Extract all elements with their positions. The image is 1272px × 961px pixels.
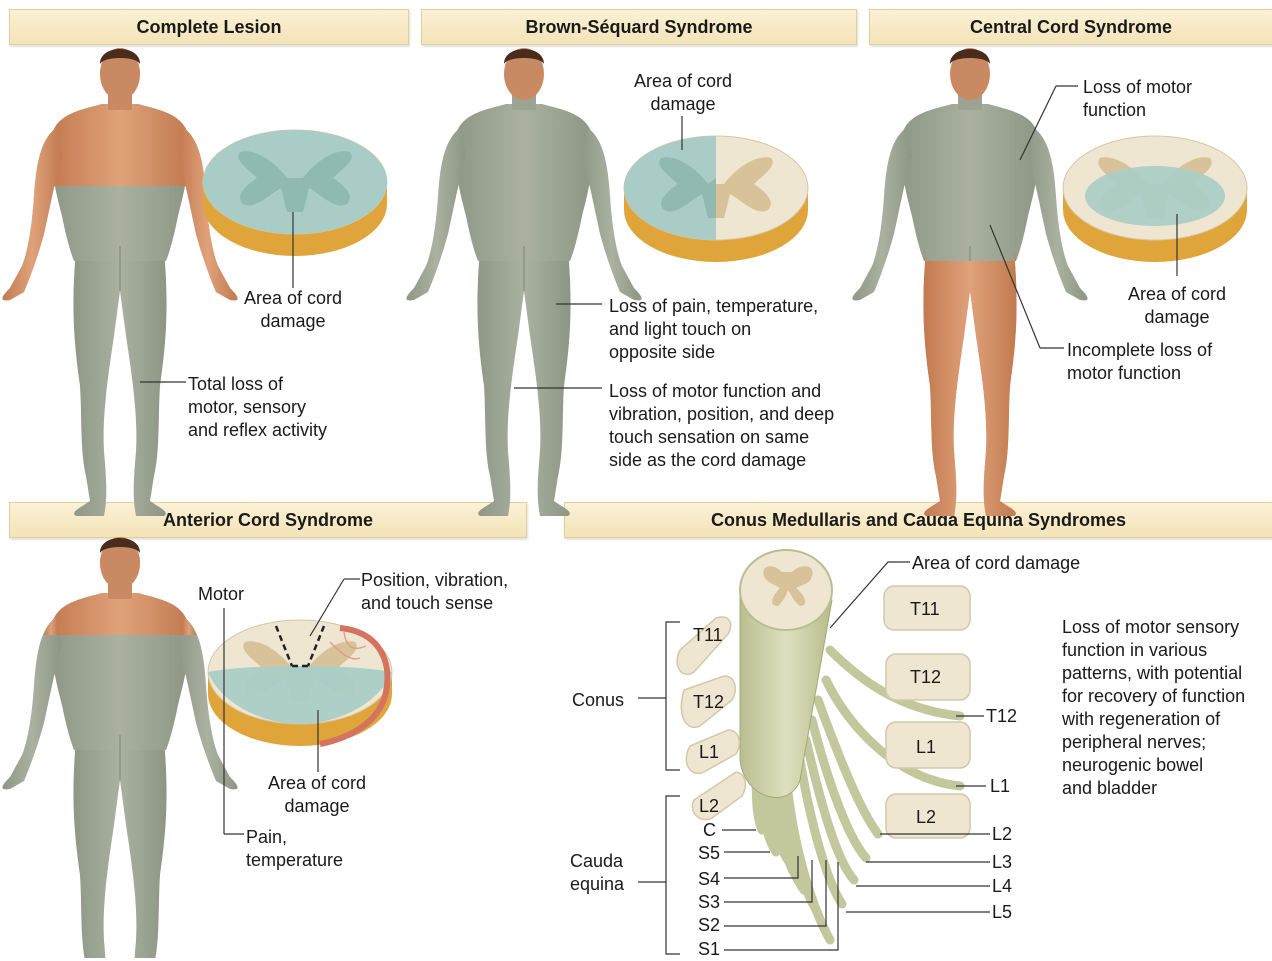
left-vertebra-l1: L1 (699, 741, 719, 764)
cord-section-central (1063, 136, 1247, 262)
left-vertebra-l2: L2 (699, 795, 719, 818)
right-vertebra-t11: T11 (910, 598, 940, 621)
figure-central-cord (852, 48, 1087, 516)
anterior-pain-label: Pain, temperature (246, 826, 343, 872)
anterior-cord-label: Area of cord damage (258, 772, 376, 818)
central-label-incomplete: Incomplete loss of motor function (1067, 339, 1212, 385)
root-l4: L4 (992, 875, 1012, 898)
root-s4: S4 (698, 868, 720, 891)
right-vertebra-t12: T12 (910, 666, 941, 689)
left-vertebrae (677, 617, 745, 819)
complete-cord-label: Area of cord damage (235, 287, 351, 333)
root-c: C (703, 819, 716, 842)
cauda-equina-label: Cauda equina (570, 850, 624, 896)
root-s5: S5 (698, 842, 720, 865)
cord-section-brown-sequard (624, 136, 808, 262)
root-s3: S3 (698, 891, 720, 914)
figure-complete-lesion (2, 48, 237, 516)
root-t12: T12 (986, 705, 1017, 728)
anterior-position-label: Position, vibration, and touch sense (361, 569, 508, 615)
complete-body-label: Total loss of motor, sensory and reflex … (188, 373, 327, 442)
central-cord-label: Area of cord damage (1118, 283, 1236, 329)
root-l1: L1 (990, 775, 1010, 798)
conus-description: Loss of motor sensory function in variou… (1062, 616, 1245, 800)
root-l2: L2 (992, 823, 1012, 846)
root-s2: S2 (698, 914, 720, 937)
cord-section-complete (203, 130, 387, 256)
figure-brown-sequard (406, 48, 641, 516)
root-l5: L5 (992, 901, 1012, 924)
left-vertebra-t12: T12 (693, 691, 724, 714)
right-vertebra-l1: L1 (916, 736, 936, 759)
left-vertebra-t11: T11 (693, 624, 723, 647)
brown-cord-label: Area of cord damage (624, 70, 742, 116)
brown-label-opposite: Loss of pain, temperature, and light tou… (609, 295, 818, 364)
central-label-motor: Loss of motor function (1083, 76, 1192, 122)
cord-section-anterior (208, 620, 392, 746)
conus-cord-label: Area of cord damage (912, 552, 1080, 575)
anterior-motor-label: Motor (198, 583, 244, 606)
conus-label: Conus (572, 689, 624, 712)
root-l3: L3 (992, 851, 1012, 874)
brown-label-same: Loss of motor function and vibration, po… (609, 380, 834, 472)
right-vertebra-l2: L2 (916, 806, 936, 829)
